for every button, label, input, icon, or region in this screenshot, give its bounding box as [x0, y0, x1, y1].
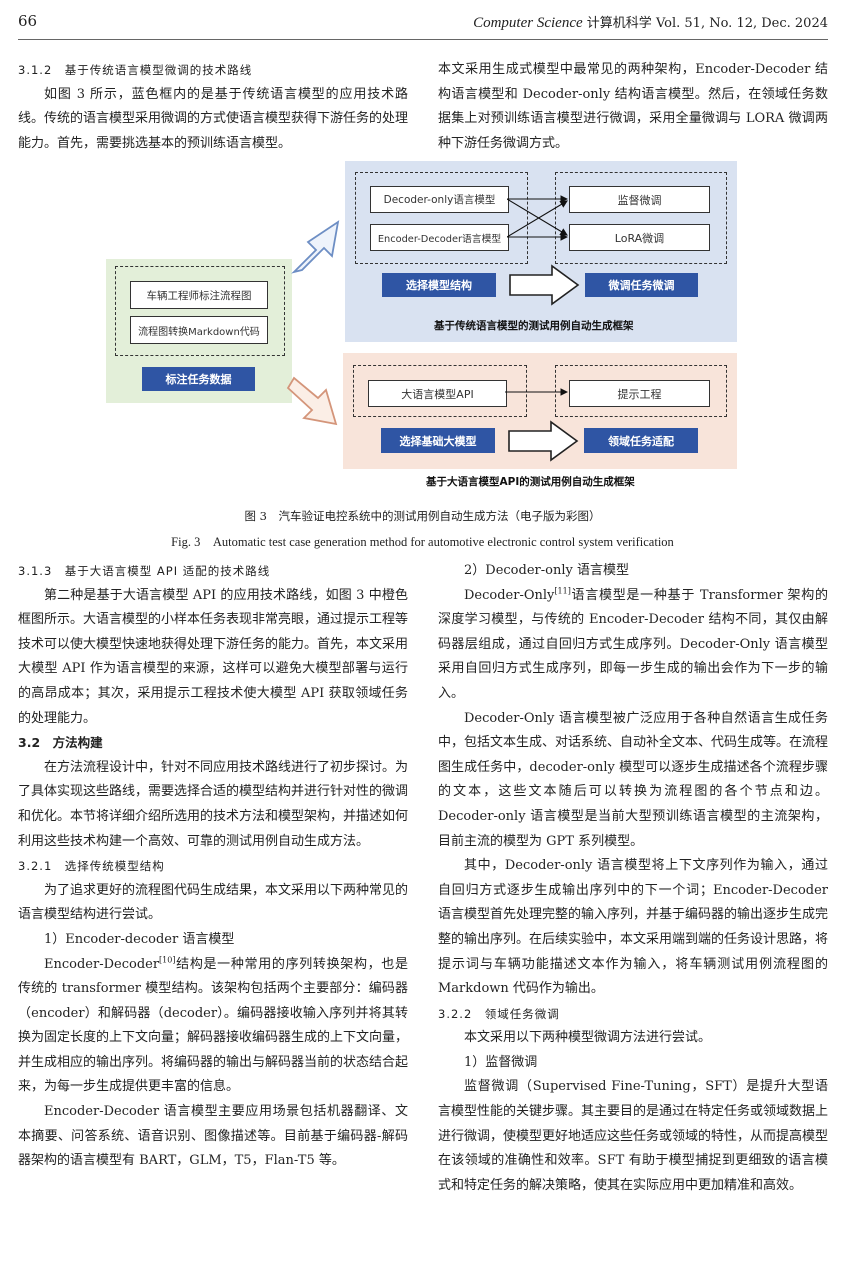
model-box: 大语言模型API — [368, 380, 507, 407]
page-number: 66 — [18, 12, 38, 30]
crossing-arrows-icon — [507, 195, 569, 241]
journal-volume: Vol. 51, No. 12, Dec. 2024 — [655, 16, 828, 31]
label-box: 流程图转换Markdown代码 — [130, 316, 268, 344]
step-button: 领域任务适配 — [584, 428, 698, 453]
header-rule — [18, 39, 828, 40]
left-column: 3.1.3 基于大语言模型 API 适配的技术路线 第二种是基于大语言模型 AP… — [18, 559, 408, 1174]
list-item: 1）Encoder-decoder 语言模型 — [44, 931, 235, 947]
right-column: 2）Decoder-only 语言模型 Decoder-Only[11]语言模型… — [438, 559, 828, 1198]
paragraph: 在方法流程设计中，针对不同应用技术路线进行了初步探讨。为了具体实现这些路线，需要… — [18, 759, 409, 849]
arrow-up-right-icon — [291, 220, 340, 274]
dashed-group — [353, 365, 527, 417]
dashed-group — [355, 172, 528, 264]
journal-name-en: Computer Science — [473, 15, 583, 31]
label-box: 车辆工程师标注流程图 — [130, 281, 268, 309]
section-heading-3-2-2: 3.2.2 领域任务微调 — [438, 1006, 560, 1021]
task-button: 标注任务数据 — [142, 367, 255, 391]
figure-caption-en: Fig. 3 Automatic test case generation me… — [171, 535, 674, 549]
step-button: 微调任务微调 — [585, 273, 698, 297]
paragraph: Decoder-Only 语言模型被广泛应用于各种自然语言生成任务中，包括文本生… — [438, 710, 829, 849]
figure-caption-cn: 图 3 汽车验证电控系统中的测试用例自动生成方法（电子版为彩图） — [244, 509, 601, 523]
arrow-right-icon — [505, 388, 569, 396]
paragraph: 第二种是基于大语言模型 API 的应用技术路线，如图 3 中橙色框图所示。大语言… — [18, 587, 409, 726]
citation-ref: [11] — [554, 586, 571, 596]
paragraph: Encoder-Decoder 语言模型主要应用场景包括机器翻译、文本摘要、问答… — [18, 1104, 408, 1169]
section-heading-3-2: 3.2 方法构建 — [18, 735, 103, 751]
paragraph: Encoder-Decoder[10]结构是一种常用的序列转换架构，也是传统的 … — [18, 955, 409, 1095]
dashed-group — [555, 172, 727, 264]
dashed-group — [555, 365, 727, 417]
paragraph: 如图 3 所示，蓝色框内的是基于传统语言模型的应用技术路线。传统的语言模型采用微… — [18, 86, 409, 151]
journal-name-cn: 计算机科学 — [586, 16, 652, 31]
step-button: 选择模型结构 — [382, 273, 496, 297]
section-heading-3-2-1: 3.2.1 选择传统模型结构 — [18, 859, 165, 874]
model-box: Decoder-only语言模型 — [370, 186, 509, 213]
arrow-right-icon — [508, 420, 579, 462]
section-heading-3-1-2: 3.1.2 基于传统语言模型微调的技术路线 — [18, 63, 253, 77]
method-box: 提示工程 — [569, 380, 710, 407]
blue-panel-caption: 基于传统语言模型的测试用例自动生成框架 — [434, 320, 634, 332]
model-box: Encoder-Decoder语言模型 — [370, 224, 509, 251]
paragraph: Decoder-Only[11]语言模型是一种基于 Transformer 架构… — [438, 586, 828, 701]
citation-ref: [10] — [159, 955, 176, 965]
list-item: 2）Decoder-only 语言模型 — [464, 563, 629, 578]
top-left-column: 3.1.2 基于传统语言模型微调的技术路线 如图 3 所示，蓝色框内的是基于传统… — [18, 58, 408, 156]
paragraph: 监督微调（Supervised Fine-Tuning，SFT）是提升大型语言模… — [438, 1079, 829, 1193]
step-button: 选择基础大模型 — [381, 428, 495, 453]
tuning-box: 监督微调 — [569, 186, 710, 213]
paragraph: 其中，Decoder-only 语言模型将上下文序列作为输入，通过自回归方式逐步… — [438, 858, 829, 997]
section-heading-3-1-3: 3.1.3 基于大语言模型 API 适配的技术路线 — [18, 564, 271, 578]
tuning-box: LoRA微调 — [569, 224, 710, 251]
paragraph: 为了追求更好的流程图代码生成结果，本文采用以下两种常见的语言模型结构进行尝试。 — [18, 882, 409, 923]
arrow-right-icon — [509, 264, 580, 306]
paragraph: 本文采用以下两种模型微调方法进行尝试。 — [464, 1030, 712, 1046]
orange-panel-caption: 基于大语言模型API的测试用例自动生成框架 — [426, 476, 635, 488]
journal-header: Computer Science 计算机科学 Vol. 51, No. 12, … — [473, 12, 828, 32]
top-right-column: 本文采用生成式模型中最常见的两种架构，Encoder-Decoder 结构语言模… — [438, 58, 828, 156]
paragraph: 本文采用生成式模型中最常见的两种架构，Encoder-Decoder 结构语言模… — [438, 62, 828, 151]
arrow-down-right-icon — [286, 376, 338, 426]
figure-3: 车辆工程师标注流程图 流程图转换Markdown代码 标注任务数据 Decode… — [0, 0, 845, 500]
dashed-group — [115, 266, 285, 356]
list-item: 1）监督微调 — [464, 1054, 538, 1070]
